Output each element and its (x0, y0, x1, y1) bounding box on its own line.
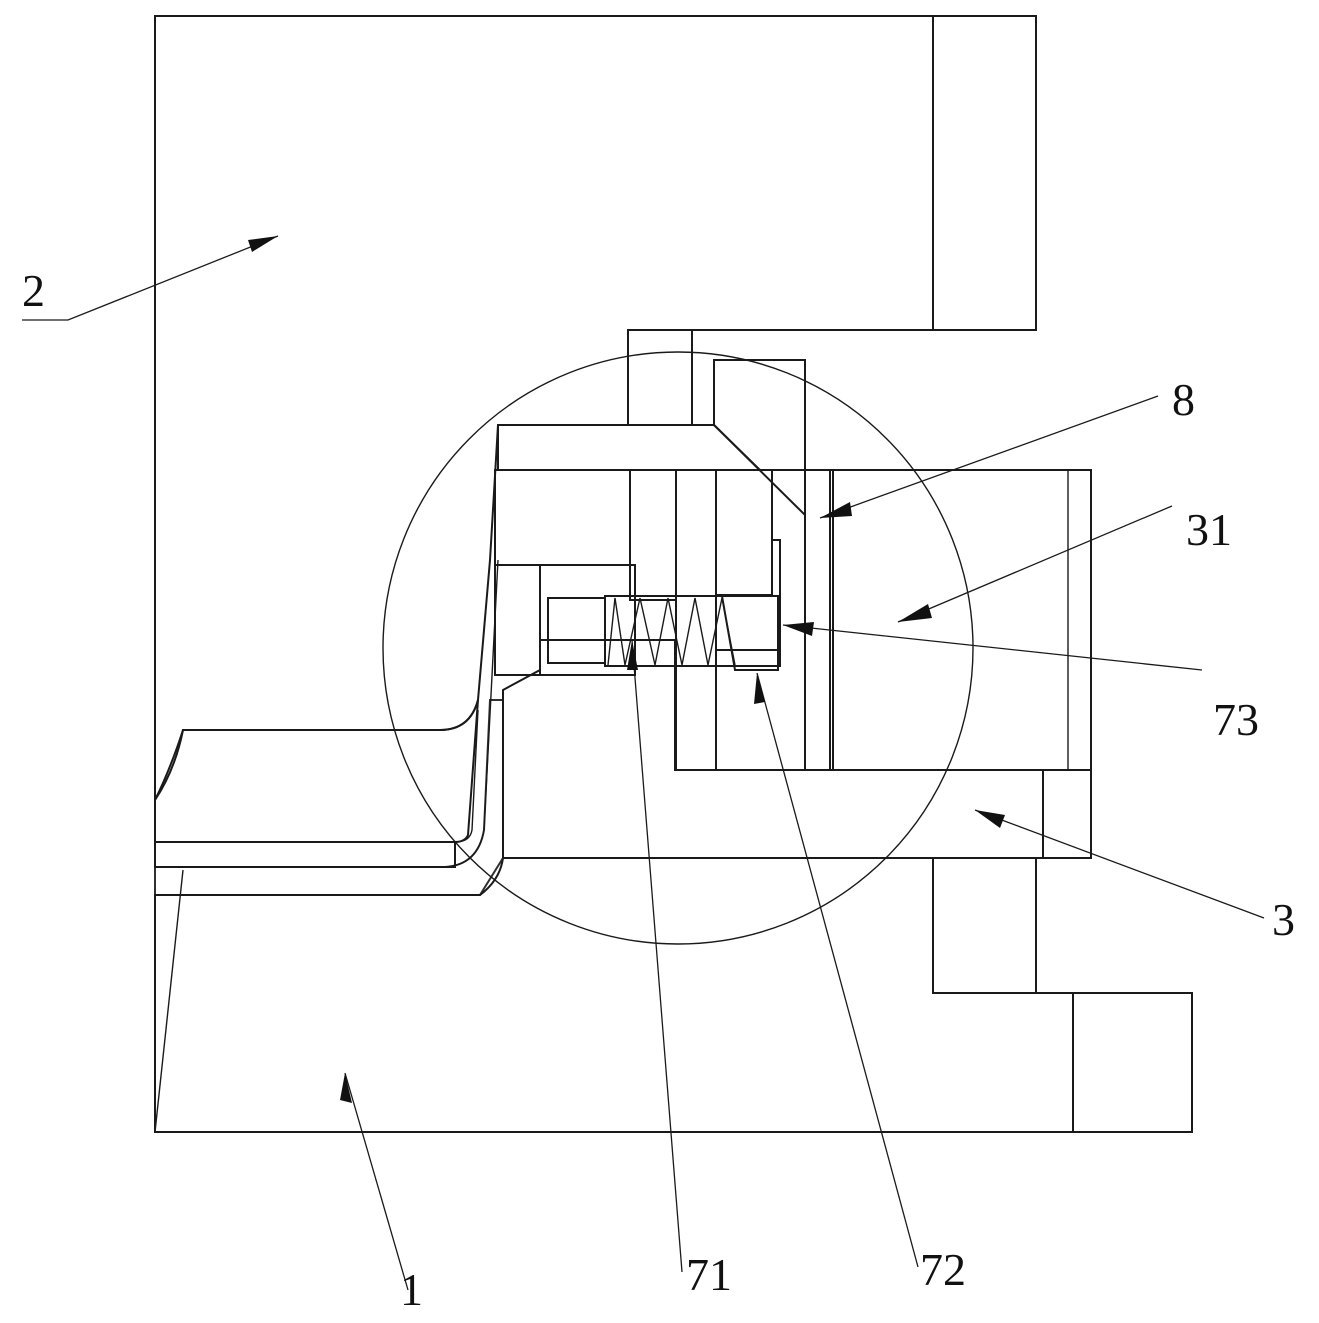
detail-circle (382, 351, 974, 945)
label-71: 71 (686, 1249, 732, 1300)
label-1: 1 (400, 1264, 423, 1315)
channel (154, 559, 504, 896)
insert-8 (494, 329, 834, 771)
cavity-31 (829, 469, 1092, 771)
lower-base-mid-step (932, 857, 1037, 994)
label-72: 72 (920, 1244, 966, 1295)
label-8: 8 (1172, 374, 1195, 425)
label-31: 31 (1186, 504, 1232, 555)
label-3: 3 (1272, 894, 1295, 945)
lower-base-right-step (1072, 992, 1193, 1133)
label-2: 2 (22, 265, 45, 316)
upper-block-right-step (932, 15, 1037, 331)
lower-base (154, 857, 1193, 1133)
slide-plate (502, 639, 1092, 859)
label-73: 73 (1213, 694, 1259, 745)
upper-block (154, 15, 1037, 801)
leader-lines (22, 235, 1265, 1291)
guide-block (494, 469, 631, 566)
plunger-72 (547, 595, 779, 671)
inner-blocks (494, 469, 806, 771)
